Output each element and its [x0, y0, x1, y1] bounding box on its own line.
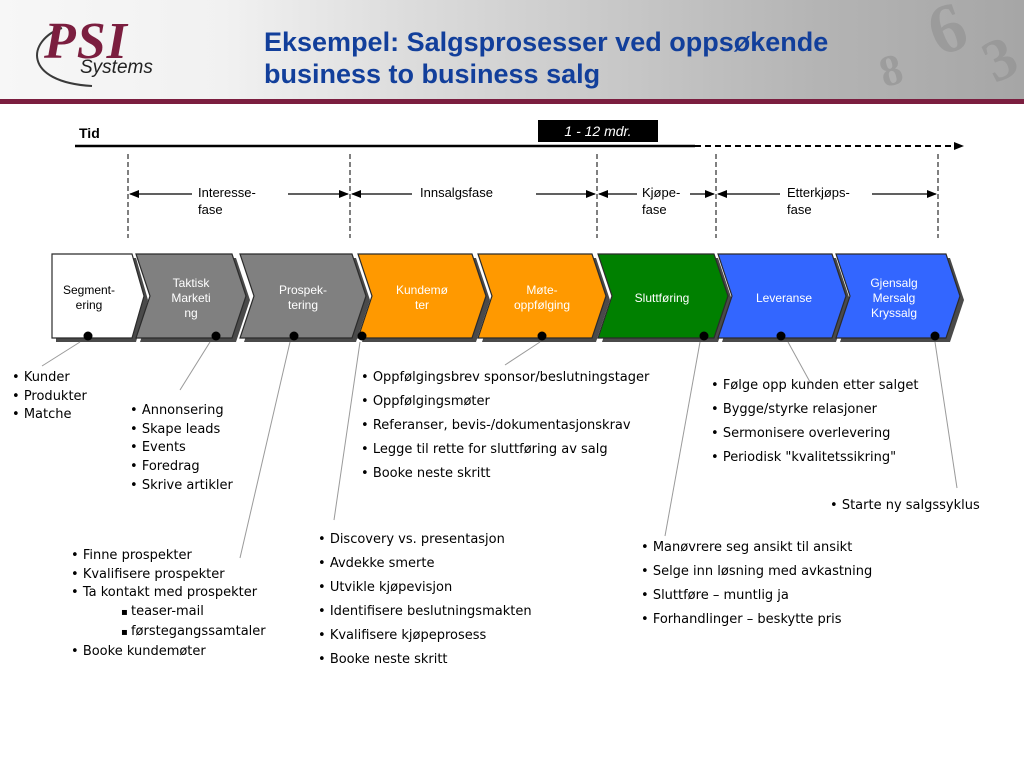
list-subitem: teaser-mail [71, 603, 266, 623]
list-item: Foredrag [130, 458, 233, 477]
list-item: Oppfølgingsmøter [361, 390, 649, 414]
list-item: Finne prospekter [71, 547, 266, 566]
list-item: Forhandlinger – beskytte pris [641, 608, 872, 632]
phase-innsalg: Innsalgsfase [420, 185, 493, 200]
header-divider [0, 99, 1024, 104]
step-sluttforing: Sluttføring [634, 290, 690, 305]
list-item: Produkter [12, 388, 87, 407]
list-item: Booke kundemøter [71, 643, 266, 662]
logo-swoosh [36, 27, 93, 87]
list-item: Booke neste skritt [361, 462, 649, 486]
list-mote-oppfolging: Oppfølgingsbrev sponsor/beslutningstager… [361, 366, 650, 486]
list-item: Referanser, bevis-/dokumentasjonskrav [361, 414, 649, 438]
list-item: Utvikle kjøpevisjon [318, 576, 532, 600]
title-line-1: Eksempel: Salgsprosesser ved oppsøkende [264, 27, 829, 57]
list-item: Legge til rette for sluttføring av salg [361, 438, 649, 462]
list-item: Manøvrere seg ansikt til ansikt [641, 536, 872, 560]
page-title: Eksempel: Salgsprosesser ved oppsøkende … [264, 26, 828, 90]
chevron-sluttforing [597, 253, 729, 339]
list-item: Skrive artikler [130, 477, 233, 496]
step-leveranse: Leveranse [755, 290, 813, 305]
list-kundemoter: Discovery vs. presentasjon Avdekke smert… [318, 528, 532, 672]
list-item: Booke neste skritt [318, 648, 532, 672]
logo-systems-text: Systems [80, 57, 153, 78]
chevron-taktisk-marketing [135, 253, 247, 339]
list-item: Events [130, 439, 233, 458]
step-gjensalg: Gjensalg Mersalg Kryssalg [870, 275, 918, 320]
list-leveranse: Følge opp kunden etter salget Bygge/styr… [711, 374, 919, 470]
list-item: Ta kontakt med prospekter [71, 584, 266, 603]
list-subitem: førstegangssamtaler [71, 623, 266, 643]
chevron-segmentering [51, 253, 145, 339]
list-segmentering: Kunder Produkter Matche [12, 369, 87, 425]
list-sluttforing: Manøvrere seg ansikt til ansikt Selge in… [641, 536, 872, 632]
list-item: Annonsering [130, 402, 233, 421]
list-item: Discovery vs. presentasjon [318, 528, 532, 552]
timeline-label: Tid [79, 125, 100, 141]
list-item: Periodisk "kvalitetssikring" [711, 446, 918, 470]
step-kundemoter: Kundemø ter [395, 283, 449, 312]
chevron-prospektering [239, 253, 367, 339]
step-prospektering: Prospek- tering [278, 283, 328, 312]
header-banner: 6 3 8 PSI Systems Eksempel: Salgsprosess… [0, 0, 1024, 100]
chevron-gjensalg [835, 253, 961, 339]
list-item: Kunder [12, 369, 87, 388]
list-item: Bygge/styrke relasjoner [711, 398, 918, 422]
chevron-leveranse [717, 253, 847, 339]
process-chevrons [51, 253, 964, 342]
list-item: Starte ny salgssyklus [830, 494, 980, 518]
chevron-kundemoter [357, 253, 487, 339]
phase-etterkjop: Etterkjøps- fase [787, 185, 850, 217]
list-item: Sermonisere overlevering [711, 422, 918, 446]
phase-kjope: Kjøpe- fase [642, 185, 681, 217]
logo-psi-text: PSI [44, 13, 128, 70]
step-mote-oppfolging: Møte- oppfølging [513, 283, 571, 312]
step-taktisk-marketing: Taktisk Marketi ng [171, 275, 211, 320]
list-item: Identifisere beslutningsmakten [318, 600, 532, 624]
list-gjensalg: Starte ny salgssyklus [830, 494, 980, 518]
list-item: Avdekke smerte [318, 552, 532, 576]
list-taktisk-marketing: Annonsering Skape leads Events Foredrag … [130, 402, 233, 496]
chevron-mote-oppfolging [477, 253, 607, 339]
duration-badge: 1 - 12 mdr. [538, 120, 658, 142]
title-line-2: business to business salg [264, 59, 601, 89]
step-dots [83, 331, 940, 341]
list-item: Kvalifisere prospekter [71, 566, 266, 585]
list-item: Sluttføre – muntlig ja [641, 584, 872, 608]
list-item: Kvalifisere kjøpeprosess [318, 624, 532, 648]
phase-separators [127, 154, 939, 238]
list-item: Oppfølgingsbrev sponsor/beslutningstager [361, 366, 650, 390]
list-item: Selge inn løsning med avkastning [641, 560, 872, 584]
phase-interesse: Interesse- fase [198, 185, 256, 217]
list-item: Skape leads [130, 421, 233, 440]
step-segmentering: Segment- ering [62, 283, 116, 312]
list-prospektering: Finne prospekter Kvalifisere prospekter … [71, 547, 266, 661]
list-item: Matche [12, 406, 87, 425]
list-item: Følge opp kunden etter salget [711, 374, 919, 398]
